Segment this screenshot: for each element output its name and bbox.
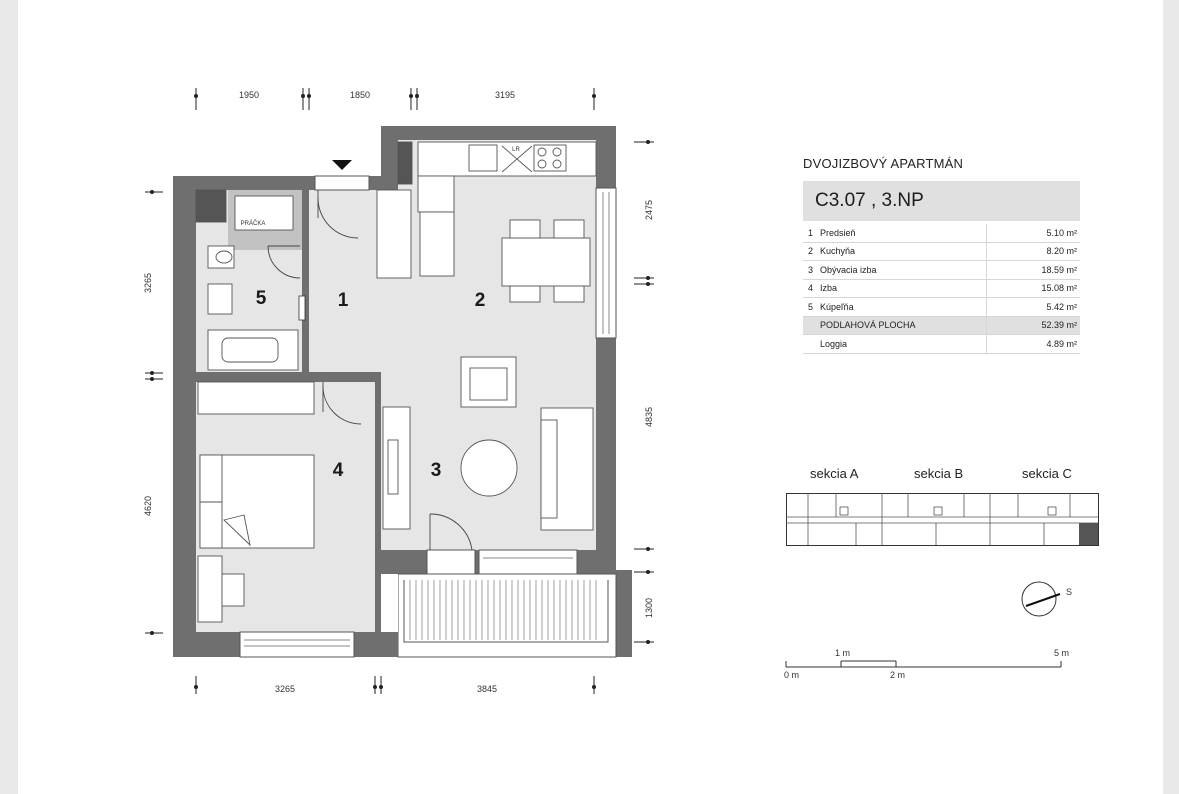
dim-top-1: 1950 <box>239 90 259 100</box>
dim-left-2: 4620 <box>143 496 153 516</box>
loggia <box>397 573 617 658</box>
scale-bottom-label-2: 2 m <box>890 670 905 680</box>
scale-top-label-1: 1 m <box>835 648 850 658</box>
kitchen <box>376 141 597 279</box>
section-c-label: sekcia C <box>1022 466 1072 481</box>
entrance-arrow-icon <box>332 160 352 170</box>
dim-left-1: 3265 <box>143 273 153 293</box>
room-number-2: 2 <box>475 290 486 311</box>
highlighted-unit <box>1079 523 1098 545</box>
door-swings <box>267 190 473 551</box>
table-row: 4 Izba 15.08 m² <box>803 279 1080 298</box>
dim-top-3: 3195 <box>495 90 515 100</box>
compass-label: S <box>1066 587 1072 597</box>
section-b-label: sekcia B <box>914 466 964 481</box>
unit-code: C3.07 , 3.NP <box>803 181 1080 221</box>
apartment-info: DVOJIZBOVÝ APARTMÁN C3.07 , 3.NP 1 Preds… <box>803 156 1080 354</box>
compass-icon <box>1021 581 1061 617</box>
dim-right-1: 2475 <box>644 200 654 220</box>
fridge-label: LR <box>512 147 520 153</box>
dining-table <box>501 219 591 303</box>
windows <box>239 175 617 658</box>
room-number-1: 1 <box>338 290 349 311</box>
section-a-label: sekcia A <box>810 466 859 481</box>
scale-bar <box>785 660 1062 668</box>
dim-right-3: 1300 <box>644 598 654 618</box>
bedroom-furniture <box>197 381 315 623</box>
building-key-plan: sekcia A sekcia B sekcia C <box>786 466 1099 550</box>
dim-right-2: 4835 <box>644 407 654 427</box>
room-number-4: 4 <box>333 460 344 481</box>
floor-plan: 1950 1850 3195 3265 3845 3265 4620 2475 … <box>143 88 1072 694</box>
dim-bottom-2: 3845 <box>477 684 497 694</box>
living-furniture <box>382 356 594 531</box>
bathroom-fixtures <box>195 189 299 371</box>
table-row: 2 Kuchyňa 8.20 m² <box>803 242 1080 261</box>
loggia-row: Loggia 4.89 m² <box>803 334 1080 354</box>
table-row: 1 Predsieň 5.10 m² <box>803 224 1080 243</box>
table-row: 5 Kúpeľňa 5.42 m² <box>803 297 1080 317</box>
total-row: PODLAHOVÁ PLOCHA 52.39 m² <box>803 316 1080 335</box>
scale-bottom-label-1: 0 m <box>784 670 799 680</box>
room-table: 1 Predsieň 5.10 m² 2 Kuchyňa 8.20 m² 3 O… <box>803 224 1080 354</box>
room-number-3: 3 <box>431 460 442 481</box>
plan-sheet: 1950 1850 3195 3265 3845 3265 4620 2475 … <box>18 0 1163 794</box>
scale-top-label-2: 5 m <box>1054 648 1069 658</box>
dim-bottom-1: 3265 <box>275 684 295 694</box>
key-plan-drawing <box>786 493 1099 546</box>
dim-top-2: 1850 <box>350 90 370 100</box>
washer-label: PRÁČKA <box>241 220 266 227</box>
table-row: 3 Obývacia izba 18.59 m² <box>803 260 1080 280</box>
room-number-5: 5 <box>256 288 267 309</box>
apartment-type: DVOJIZBOVÝ APARTMÁN <box>803 156 964 171</box>
